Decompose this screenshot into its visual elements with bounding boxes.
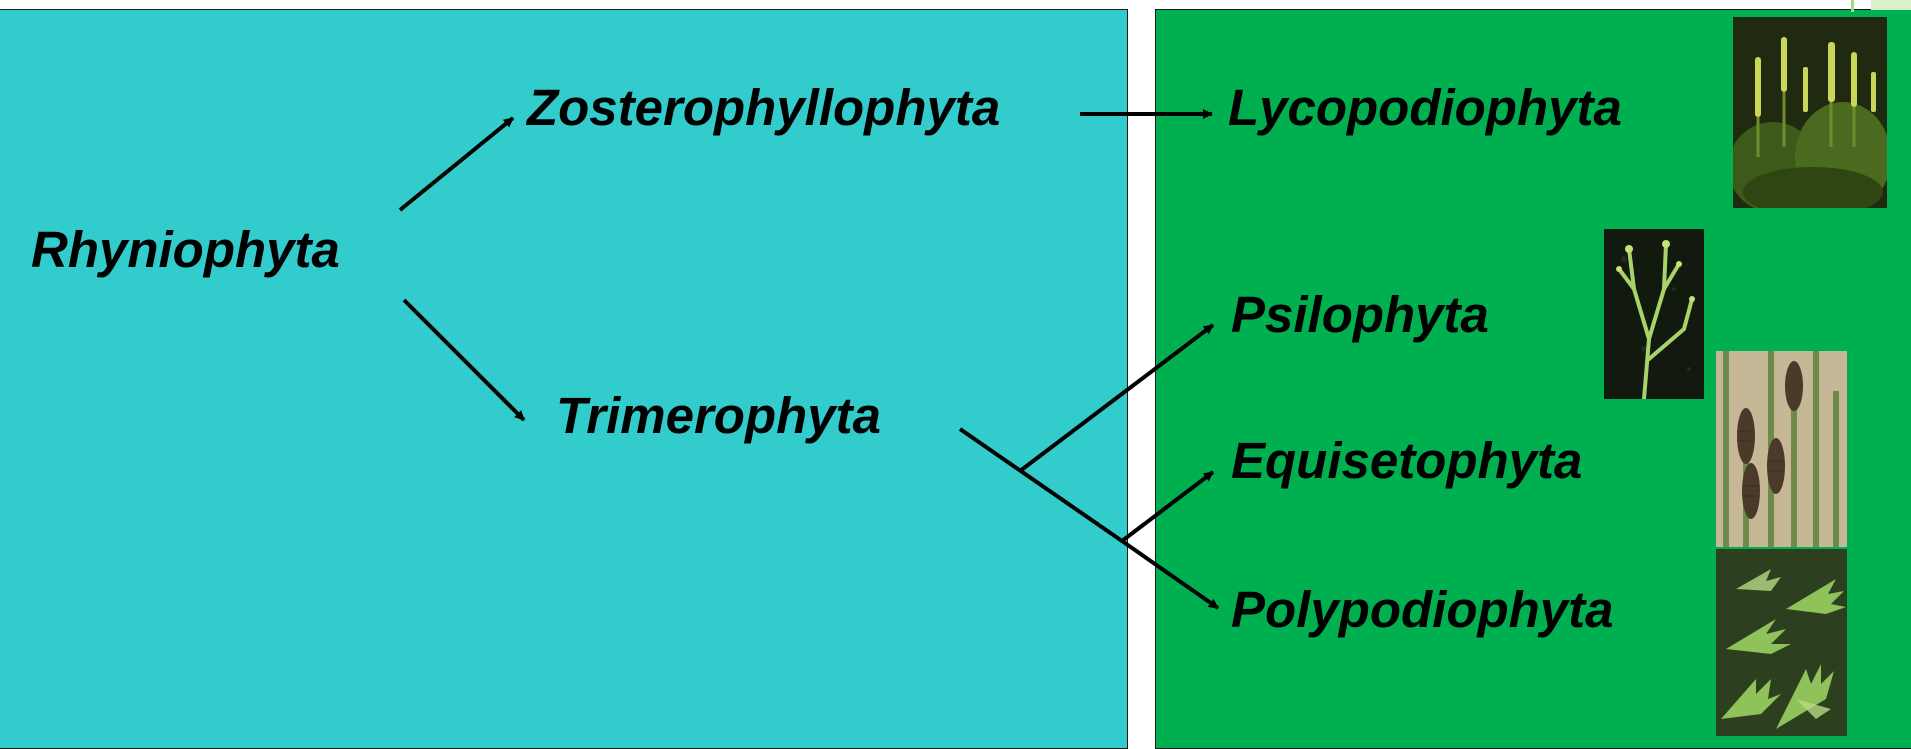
arrow-rhyniophyta-trimerophyta xyxy=(402,298,526,422)
horsetail-photo xyxy=(1716,351,1847,547)
node-lycopodiophyta: Lycopodiophyta xyxy=(1228,79,1622,136)
node-trimerophyta: Trimerophyta xyxy=(556,387,881,444)
line-trimerophyta-trunk xyxy=(958,427,1124,543)
node-polypodiophyta: Polypodiophyta xyxy=(1231,581,1614,638)
left-panel xyxy=(0,9,1128,749)
node-zosterophyllophyta: Zosterophyllophyta xyxy=(527,79,1001,136)
node-rhyniophyta: Rhyniophyta xyxy=(31,221,340,278)
whisk-fern-photo xyxy=(1604,229,1704,399)
clubmoss-photo xyxy=(1733,17,1887,208)
node-psilophyta: Psilophyta xyxy=(1231,286,1489,343)
arrow-trimerophyta-polypodiophyta xyxy=(1120,539,1220,610)
corner-accent xyxy=(1851,0,1911,12)
arrow-trimerophyta-equisetophyta xyxy=(1120,470,1215,543)
arrow-rhyniophyta-zosterophyllophyta xyxy=(398,116,515,212)
fern-photo xyxy=(1716,549,1847,736)
arrow-trimerophyta-psilophyta xyxy=(1018,323,1215,473)
node-equisetophyta: Equisetophyta xyxy=(1231,432,1583,489)
